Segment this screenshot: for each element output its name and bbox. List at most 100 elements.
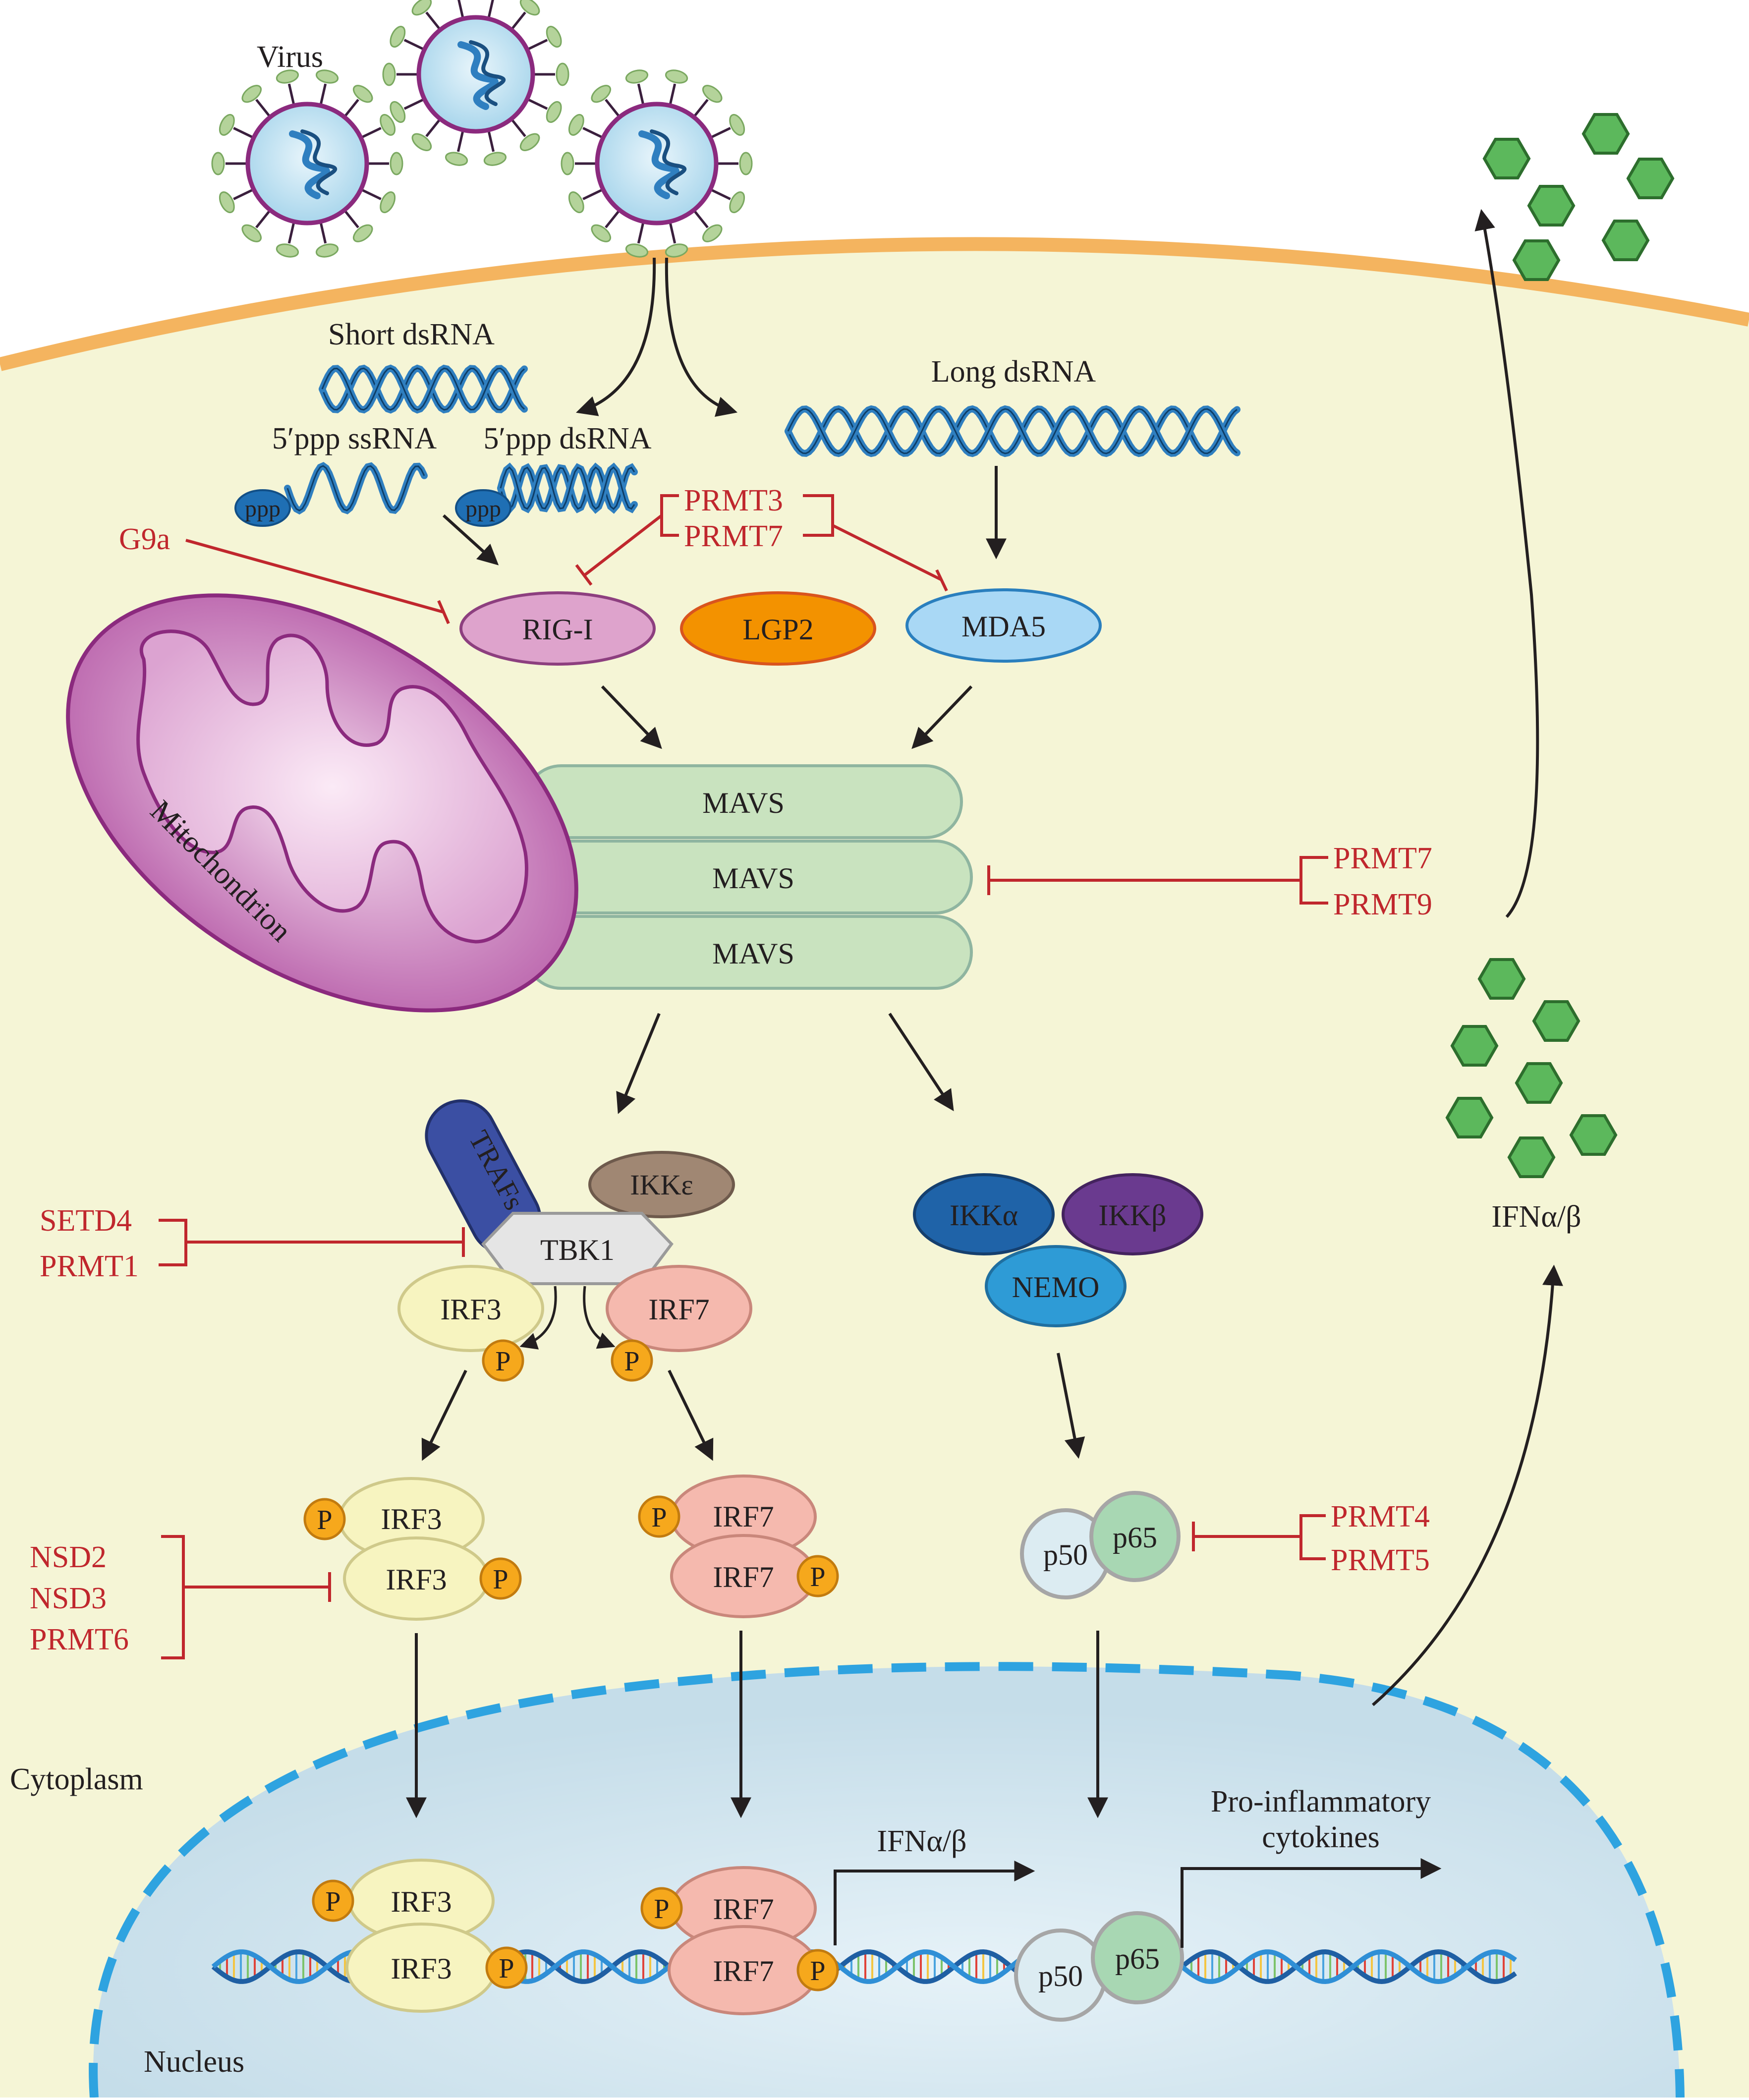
long-dsrna-label: Long dsRNA	[931, 355, 1096, 389]
ppp-ssrna-strand	[284, 462, 428, 515]
nsd3-label: NSD3	[30, 1582, 107, 1615]
rigi-node: RIG-I	[459, 591, 656, 666]
ppp-cap-dsrna: ppp	[455, 489, 511, 527]
svg-text:P: P	[624, 1346, 639, 1377]
irf3-dimer: IRF3 IRF3 P P	[303, 1477, 522, 1621]
svg-text:IRF7: IRF7	[713, 1893, 774, 1926]
ikkb-node: IKKβ	[1062, 1173, 1203, 1255]
setd4-label: SETD4	[40, 1204, 132, 1238]
svg-text:IRF3: IRF3	[386, 1563, 447, 1596]
svg-text:IRF7: IRF7	[713, 1561, 774, 1593]
svg-text:TBK1: TBK1	[540, 1234, 615, 1266]
prmt7-prmt9-inhibition	[987, 856, 1328, 905]
arrow-mavs-to-ikk	[888, 1013, 954, 1112]
transcription-arrow-cytokines	[1181, 1858, 1442, 1948]
prmt3-prmt7-bracket-left	[575, 494, 679, 586]
svg-text:IRF7: IRF7	[713, 1500, 774, 1533]
svg-text:IRF3: IRF3	[381, 1503, 442, 1535]
arrow-ifn-secretion	[1474, 209, 1539, 918]
prmt4-prmt5-inhibition	[1192, 1514, 1326, 1560]
svg-text:IKKε: IKKε	[630, 1169, 693, 1201]
virus-icon	[211, 69, 403, 258]
prmt7-label-mavs: PRMT7	[1333, 842, 1432, 875]
svg-text:IKKβ: IKKβ	[1098, 1199, 1166, 1232]
irf3-node-tbk1: IRF3	[397, 1265, 544, 1352]
ppp-ssrna-label: 5′ppp ssRNA	[272, 422, 437, 455]
arrow-rigi-to-mavs	[601, 685, 662, 749]
svg-text:P: P	[651, 1502, 667, 1533]
prmt7-label-top: PRMT7	[684, 519, 783, 553]
svg-text:IRF3: IRF3	[440, 1293, 501, 1326]
mavs-node-3: MAVS	[524, 915, 973, 990]
hexagon-icon	[1515, 1062, 1563, 1104]
virus-label: Virus	[257, 40, 323, 74]
hexagon-icon	[1512, 239, 1561, 281]
irf3-dimer-nucleus: IRF3 IRF3 P P	[312, 1859, 528, 2013]
ifn-hexagons-extracellular	[1482, 113, 1675, 281]
nemo-node: NEMO	[985, 1245, 1127, 1327]
svg-text:RIG-I: RIG-I	[522, 613, 593, 646]
arrow-irf3-dimerize	[421, 1369, 467, 1461]
svg-text:IRF7: IRF7	[713, 1955, 774, 1987]
mavs-node-2: MAVS	[534, 840, 973, 914]
phospho-irf3-tbk1: P	[482, 1339, 524, 1382]
g9a-inhibition	[185, 539, 450, 624]
ifn-hexagons-cytoplasm	[1445, 958, 1618, 1178]
svg-text:P: P	[810, 1956, 825, 1986]
hexagon-icon	[1482, 138, 1531, 179]
nucleus	[93, 1666, 1681, 2098]
ppp-dsrna-helix	[497, 462, 638, 514]
svg-text:p65: p65	[1113, 1521, 1157, 1554]
arrow-mda5-to-mavs	[911, 685, 973, 749]
svg-text:IKKα: IKKα	[950, 1199, 1018, 1232]
svg-text:IRF3: IRF3	[391, 1885, 451, 1918]
virus-entry-arrow-left	[576, 257, 656, 416]
svg-text:IRF7: IRF7	[648, 1293, 709, 1326]
mitochondrion-icon: Mitochondrion	[66, 593, 578, 1013]
svg-text:ppp: ppp	[465, 496, 501, 522]
short-dsrna-helix	[319, 364, 528, 414]
tbk1-node: TBK1	[481, 1212, 674, 1285]
prmt9-label: PRMT9	[1333, 888, 1432, 921]
hexagon-icon	[1569, 1114, 1618, 1156]
svg-text:MDA5: MDA5	[961, 610, 1046, 643]
prmt5-label: PRMT5	[1331, 1543, 1430, 1577]
prmt3-prmt7-bracket-right	[803, 494, 948, 592]
transcription-arrow-ifn	[834, 1861, 1035, 1945]
arrow-ifn-export	[1372, 1264, 1563, 1706]
hexagon-icon	[1527, 185, 1576, 227]
svg-text:p50: p50	[1038, 1960, 1083, 1992]
virus-icon	[561, 69, 753, 258]
arrow-tbk1-phosphorylates-irf7	[583, 1286, 616, 1349]
ikka-node: IKKα	[913, 1173, 1055, 1255]
ikke-node: IKKε	[588, 1151, 735, 1218]
arrow-ikk-to-nfkb	[1057, 1353, 1085, 1459]
svg-text:NEMO: NEMO	[1012, 1271, 1100, 1304]
prmt1-label: PRMT1	[40, 1249, 139, 1283]
cytoplasm-label: Cytoplasm	[10, 1762, 143, 1796]
svg-text:MAVS: MAVS	[712, 937, 794, 970]
virus-entry-arrow-right	[665, 257, 738, 417]
long-dsrna-helix	[785, 405, 1241, 457]
ifn-nucleus-label: IFNα/β	[877, 1824, 966, 1858]
proinflammatory-label-1: Pro-inflammatory	[1211, 1785, 1431, 1818]
prmt4-label: PRMT4	[1331, 1500, 1430, 1533]
irf7-dimer-nucleus: IRF7 IRF7 P P	[640, 1866, 839, 2015]
nsd-prmt6-inhibition	[161, 1535, 331, 1659]
hexagon-icon	[1477, 958, 1526, 1000]
mavs-node-1: MAVS	[524, 764, 963, 839]
svg-text:p50: p50	[1043, 1538, 1088, 1571]
nfkb-complex-nucleus: p50 p65	[1014, 1911, 1184, 2022]
hexagon-icon	[1601, 220, 1650, 261]
svg-text:LGP2: LGP2	[742, 613, 813, 646]
svg-text:p65: p65	[1115, 1942, 1160, 1975]
svg-text:P: P	[317, 1505, 332, 1535]
setd4-prmt1-inhibition	[159, 1219, 465, 1266]
short-dsrna-label: Short dsRNA	[328, 318, 495, 351]
proinflammatory-label-2: cytokines	[1262, 1820, 1380, 1854]
prmt6-label: PRMT6	[30, 1623, 129, 1656]
ppp-dsrna-label: 5′ppp dsRNA	[483, 422, 651, 455]
svg-text:P: P	[810, 1562, 825, 1592]
nsd2-label: NSD2	[30, 1540, 107, 1574]
